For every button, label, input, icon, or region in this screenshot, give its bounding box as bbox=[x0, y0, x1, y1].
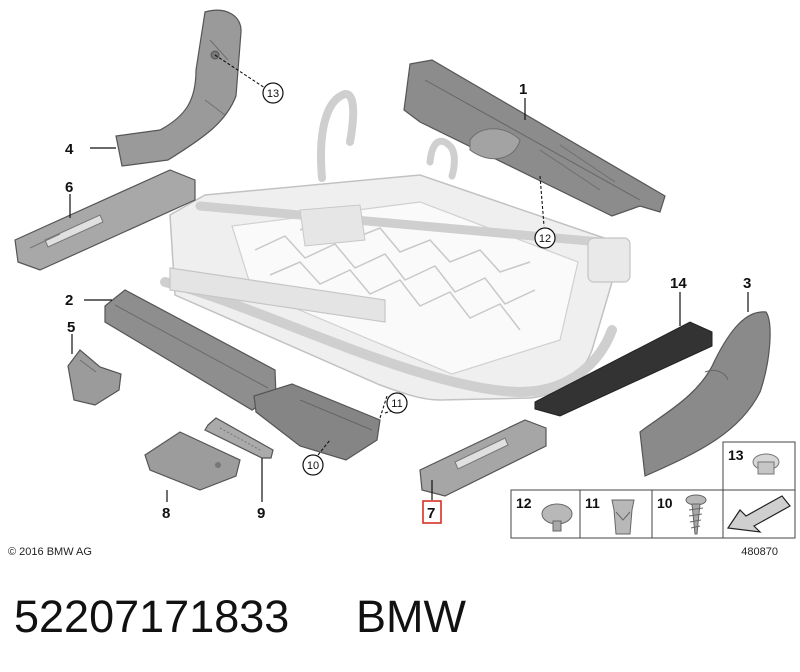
seat-frame bbox=[160, 90, 631, 401]
part-1-rear-trim-panel bbox=[403, 59, 666, 217]
circle-clip-11 bbox=[386, 392, 408, 414]
part-3-side-cover-right bbox=[639, 311, 771, 477]
leader-rivet-12 bbox=[539, 175, 545, 227]
part-6-trim-plate-left bbox=[14, 169, 196, 271]
circled-callout-rivet-12: 12 bbox=[539, 233, 551, 245]
callout-part-5: 5 bbox=[67, 319, 75, 336]
circle-rivet-12 bbox=[534, 227, 556, 249]
part-9-guide-rail bbox=[204, 417, 274, 459]
legend-label-screw-10: 10 bbox=[657, 495, 673, 511]
callout-part-1: 1 bbox=[519, 81, 527, 98]
callout-part-2: 2 bbox=[65, 292, 73, 309]
screw-icon bbox=[685, 494, 707, 535]
leader-clip-11-b bbox=[379, 395, 388, 419]
legend-label-clip-11: 11 bbox=[585, 495, 600, 511]
direction-arrow-icon bbox=[726, 495, 791, 533]
callout-part-4: 4 bbox=[65, 141, 74, 158]
callout-part-7: 7 bbox=[427, 505, 435, 522]
callout-part-9: 9 bbox=[257, 505, 265, 522]
circle-screw-10 bbox=[302, 454, 324, 476]
part-4-side-cover-upper bbox=[115, 9, 242, 167]
part-number: 52207171833 bbox=[14, 591, 289, 642]
legend-box-screw-10 bbox=[651, 489, 724, 539]
callout-part-14: 14 bbox=[670, 275, 687, 292]
circled-callout-plug-13: 13 bbox=[267, 88, 279, 100]
lower-rail bbox=[169, 267, 386, 323]
legend-label-rivet-12: 12 bbox=[516, 495, 532, 511]
plug-icon bbox=[752, 453, 780, 475]
diagram-reference: 480870 bbox=[741, 546, 778, 558]
callout-part-8: 8 bbox=[162, 505, 170, 522]
part-14-foam-strip bbox=[534, 321, 713, 417]
circled-callout-clip-11: 11 bbox=[391, 398, 402, 410]
copyright: © 2016 BMW AG bbox=[8, 546, 92, 558]
front-end-piece bbox=[253, 383, 381, 461]
part-7-trim-plate-right bbox=[419, 419, 547, 497]
brand: BMW bbox=[356, 591, 467, 642]
part-8-cover-plate bbox=[144, 431, 241, 491]
part-5-clip-cover bbox=[67, 349, 122, 406]
circle-plug-13 bbox=[262, 82, 284, 104]
clip-icon bbox=[611, 499, 635, 535]
circled-callout-screw-10: 10 bbox=[307, 460, 319, 472]
leader-screw-10 bbox=[317, 439, 331, 456]
leader-clip-11 bbox=[384, 410, 392, 414]
highlight-box bbox=[422, 500, 442, 524]
legend-label-plug-13: 13 bbox=[728, 447, 744, 463]
callout-part-6: 6 bbox=[65, 179, 73, 196]
callout-part-3: 3 bbox=[743, 275, 751, 292]
legend: 13 12 11 10 bbox=[510, 441, 796, 539]
rivet-icon bbox=[541, 503, 573, 532]
